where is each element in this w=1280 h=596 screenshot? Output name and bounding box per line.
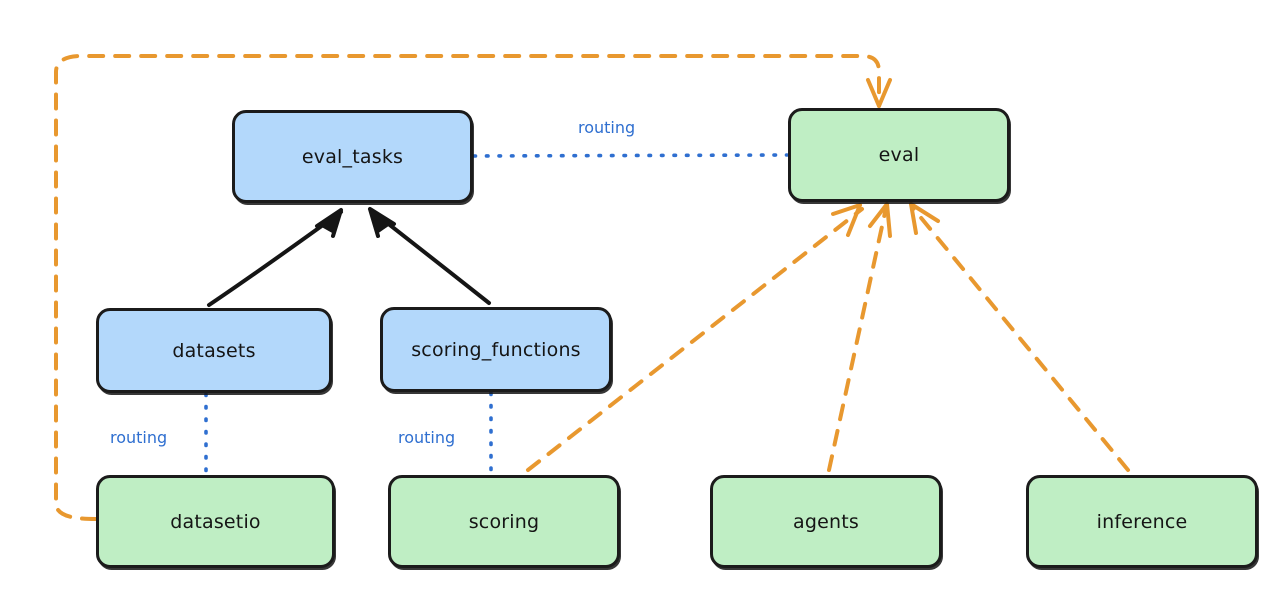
node-label: agents bbox=[793, 510, 859, 533]
node-eval-tasks[interactable]: eval_tasks bbox=[232, 110, 473, 203]
node-label: datasetio bbox=[170, 510, 261, 533]
edge-inference-to-eval bbox=[909, 202, 1130, 472]
node-label: scoring_functions bbox=[411, 338, 581, 361]
edge-scoring_functions-to-eval_tasks bbox=[368, 207, 491, 305]
node-inference[interactable]: inference bbox=[1026, 475, 1258, 568]
edge-label-routing-datasetio: routing bbox=[110, 428, 168, 447]
node-label: datasets bbox=[172, 339, 256, 362]
node-eval[interactable]: eval bbox=[788, 108, 1010, 202]
edge-datasetio-to-eval bbox=[54, 54, 892, 521]
edge-scoring-to-eval bbox=[526, 203, 864, 472]
node-label: scoring bbox=[468, 510, 540, 533]
node-label: inference bbox=[1096, 510, 1188, 533]
node-datasets[interactable]: datasets bbox=[96, 308, 332, 393]
node-scoring[interactable]: scoring bbox=[388, 475, 620, 568]
node-scoring-functions[interactable]: scoring_functions bbox=[380, 307, 612, 392]
node-datasetio[interactable]: datasetio bbox=[96, 475, 335, 568]
edge-datasets-to-eval_tasks bbox=[207, 208, 343, 307]
node-label: eval_tasks bbox=[301, 145, 404, 168]
node-label: eval bbox=[878, 144, 920, 166]
edge-label-routing-scoring: routing bbox=[398, 428, 456, 447]
edge-eval_tasks-to-eval bbox=[472, 153, 789, 158]
edge-label-routing-eval: routing bbox=[578, 118, 636, 137]
edge-agents-to-eval bbox=[827, 202, 892, 472]
node-agents[interactable]: agents bbox=[710, 475, 942, 568]
